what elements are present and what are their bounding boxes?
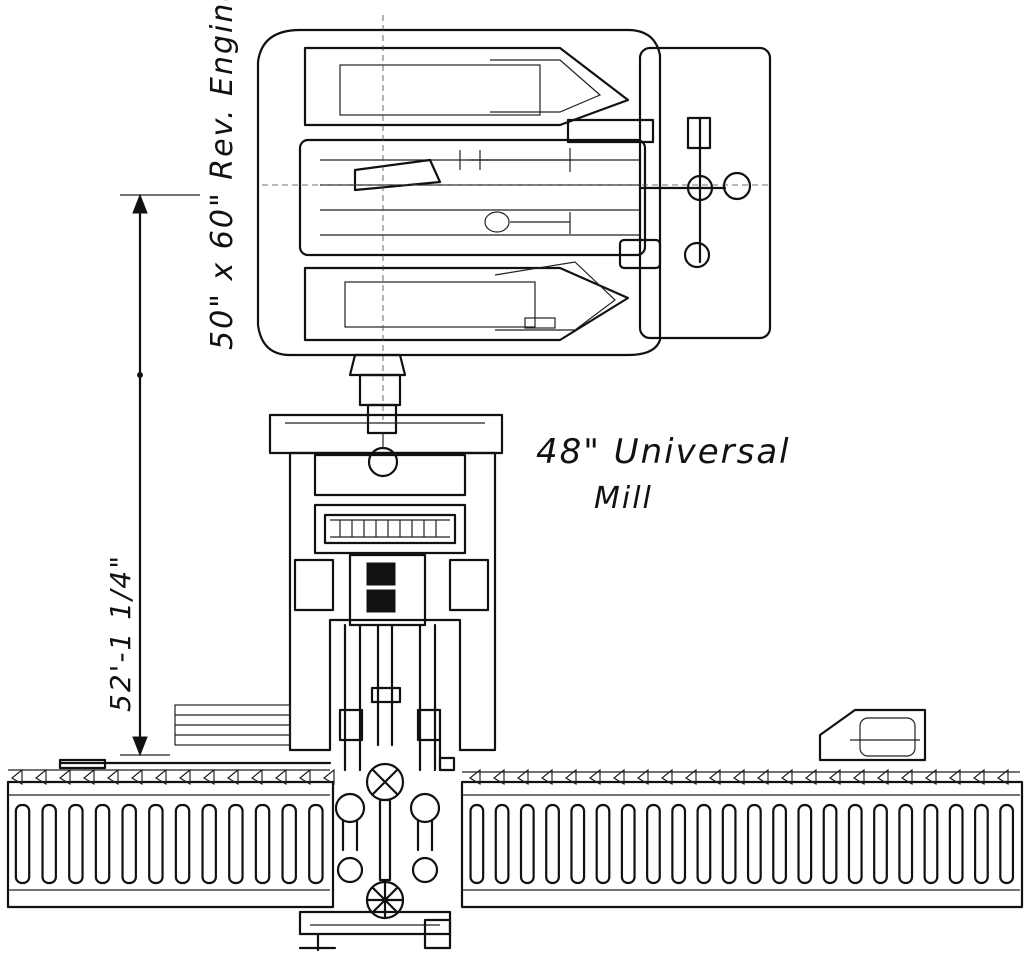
table-tooth: [876, 768, 889, 786]
table-roller: [308, 803, 324, 885]
table-tooth: [10, 768, 23, 786]
table-roller: [595, 803, 611, 885]
table-roller: [721, 803, 737, 885]
table-tooth: [516, 768, 529, 786]
table-roller: [873, 803, 888, 885]
table-tooth: [924, 768, 937, 786]
table-tooth: [828, 768, 841, 786]
drive-gear-stack: [298, 738, 456, 952]
table-tooth: [780, 768, 793, 786]
table-tooth: [130, 768, 143, 786]
dimension-line: [120, 193, 200, 757]
dimension-label: 52'-1 1/4": [104, 554, 137, 712]
table-roller: [228, 803, 244, 885]
table-roller: [148, 803, 164, 885]
table-tooth: [852, 768, 865, 786]
table-tooth: [948, 768, 961, 786]
table-roller: [519, 803, 535, 885]
mill-label-line1: 48" Universal: [536, 432, 791, 472]
table-tooth: [804, 768, 817, 786]
table-roller: [999, 803, 1015, 885]
table-roller: [847, 803, 863, 885]
table-roller: [772, 803, 787, 885]
table-roller: [68, 803, 84, 885]
table-tooth: [732, 768, 745, 786]
table-tooth: [82, 768, 95, 786]
table-tooth: [274, 768, 287, 786]
table-roller: [746, 803, 762, 885]
table-roller: [646, 803, 661, 885]
table-roller: [545, 803, 560, 885]
table-tooth: [468, 768, 481, 786]
table-roller: [281, 803, 297, 885]
table-tooth: [34, 768, 47, 786]
engine-label: 50" x 60" Rev. Engine: [205, 0, 240, 350]
table-tooth: [684, 768, 697, 786]
table-tooth: [564, 768, 577, 786]
table-roller: [41, 803, 57, 885]
table-roller: [822, 803, 838, 885]
table-roller: [121, 803, 137, 885]
table-tooth: [756, 768, 769, 786]
table-tooth: [972, 768, 985, 786]
roller-table-right: [460, 708, 1024, 909]
table-roller: [797, 803, 813, 885]
reversing-engine: [256, 15, 772, 435]
table-roller: [174, 803, 191, 885]
table-roller: [14, 803, 31, 885]
table-tooth: [588, 768, 601, 786]
table-tooth: [250, 768, 263, 786]
table-tooth: [900, 768, 913, 786]
table-tooth: [996, 768, 1009, 786]
table-roller: [620, 803, 636, 885]
table-tooth: [202, 768, 215, 786]
table-roller: [898, 803, 914, 885]
table-roller: [201, 803, 217, 885]
roller-table-left: [6, 758, 335, 909]
table-tooth: [58, 768, 71, 786]
table-roller: [923, 803, 939, 885]
table-tooth: [540, 768, 553, 786]
table-tooth: [636, 768, 649, 786]
table-tooth: [708, 768, 721, 786]
table-roller: [570, 803, 586, 885]
table-roller: [973, 803, 989, 885]
table-tooth: [154, 768, 167, 786]
table-tooth: [106, 768, 119, 786]
mill-label-line2: Mill: [594, 481, 653, 516]
table-roller: [494, 803, 510, 885]
table-tooth: [660, 768, 673, 786]
table-tooth: [612, 768, 625, 786]
table-roller: [469, 803, 485, 885]
table-roller: [671, 803, 687, 885]
universal-mill: [174, 413, 504, 772]
table-roller: [948, 803, 964, 885]
table-tooth: [492, 768, 505, 786]
table-tooth: [322, 768, 335, 786]
table-roller: [94, 803, 111, 885]
table-roller: [254, 803, 271, 885]
table-tooth: [178, 768, 191, 786]
table-roller: [696, 803, 712, 885]
table-tooth: [226, 768, 239, 786]
table-tooth: [298, 768, 311, 786]
